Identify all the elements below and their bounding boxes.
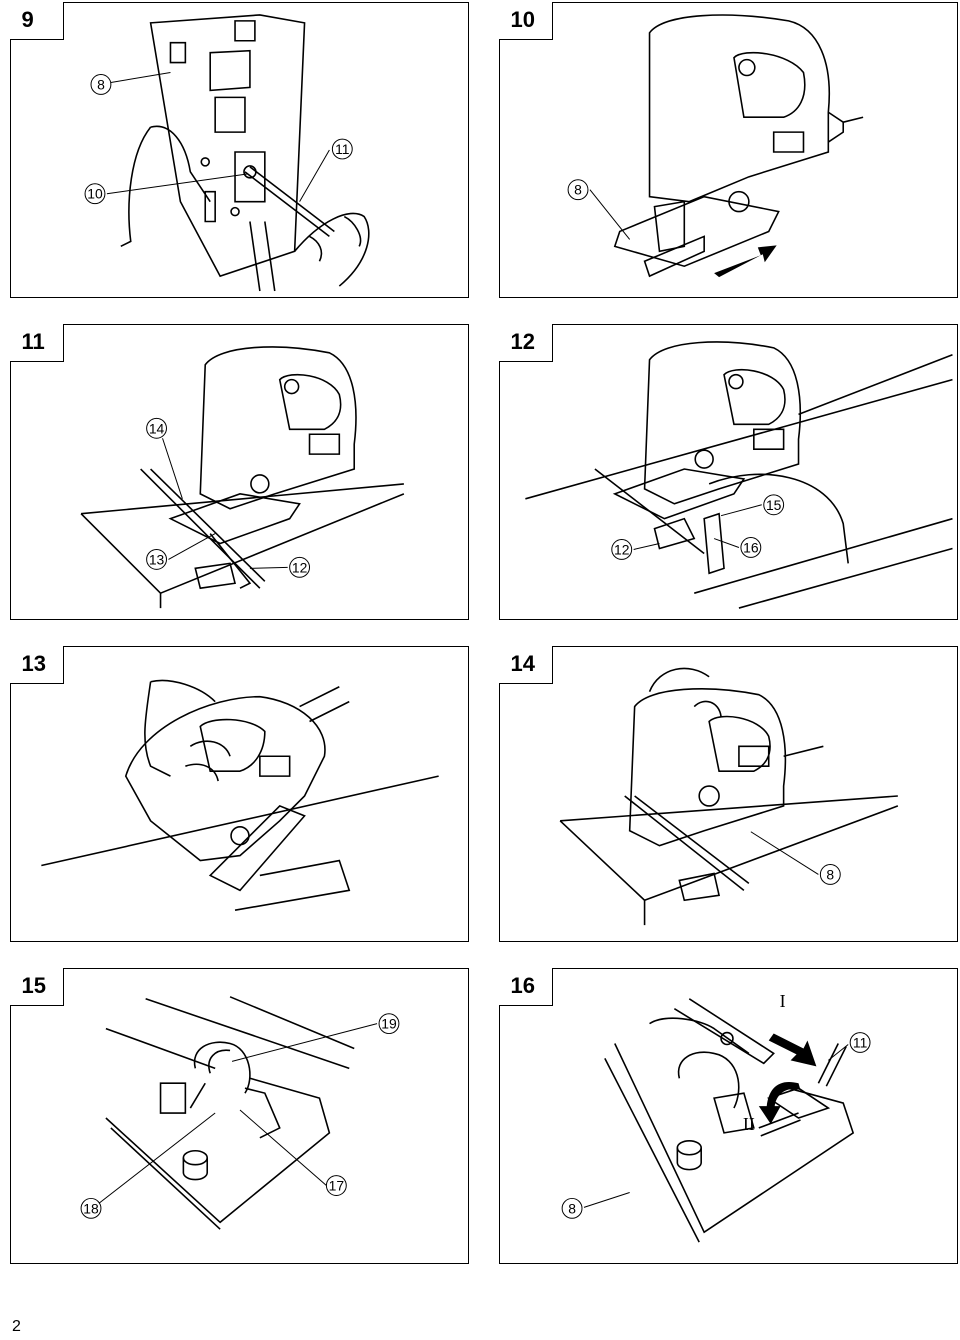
illustration-bevel-adjustment: 8 (559, 667, 899, 926)
figure-number: 15 (21, 972, 46, 998)
callout-17: 17 (329, 1178, 345, 1194)
figure-number-tab: 11 (9, 323, 64, 362)
callout-8: 8 (568, 1200, 576, 1216)
callout-11: 11 (335, 141, 350, 157)
arrow-direction-i-icon (768, 1033, 817, 1067)
callout-18: 18 (83, 1200, 99, 1216)
figure-number: 12 (510, 328, 535, 354)
callout-roman-i: I (780, 991, 786, 1011)
callout-8: 8 (97, 76, 105, 92)
figure-13-panel: 13 (9, 645, 469, 942)
figure-number-tab: 15 (9, 967, 64, 1006)
callout-12: 12 (292, 559, 308, 575)
callout-10-circle (84, 183, 106, 205)
callout-11: 11 (853, 1035, 868, 1051)
callout-8-circle (90, 74, 112, 95)
callout-15: 15 (766, 497, 782, 513)
illustration-bevel-cutting (41, 679, 439, 911)
figure-number: 13 (21, 650, 46, 676)
figure-number-tab: 16 (498, 967, 553, 1006)
figure-number-tab: 12 (498, 323, 553, 362)
callout-11-circle (331, 138, 353, 160)
figure-number: 16 (510, 972, 535, 998)
figure-number: 9 (21, 6, 34, 32)
callout-13: 13 (149, 551, 165, 567)
callout-16: 16 (743, 539, 759, 555)
figure-number: 10 (510, 6, 535, 32)
figure-number: 11 (21, 328, 45, 354)
illustration-dust-cover: 19 18 17 (80, 996, 400, 1230)
callout-8: 8 (826, 866, 834, 882)
direction-arrow-icon (714, 245, 777, 278)
figure-number-tab: 10 (498, 1, 553, 40)
figure-16-panel: 16 I 11 II 8 (498, 967, 958, 1264)
callout-roman-ii: II (743, 1114, 755, 1134)
figure-15-panel: 15 19 18 17 (9, 967, 469, 1264)
figure-11-panel: 11 14 13 12 (9, 323, 469, 620)
figure-14-panel: 14 8 (498, 645, 958, 942)
figure-9-panel: 9 (9, 1, 469, 298)
figure-number: 14 (510, 650, 535, 676)
illustration-circle-cutting: 15 12 16 (525, 341, 953, 609)
illustration-jigsaw-base-slide: 8 (567, 14, 864, 278)
page-number: 2 (12, 1318, 21, 1335)
callout-8: 8 (574, 182, 582, 198)
callout-19: 19 (381, 1016, 397, 1032)
figure-number-tab: 14 (498, 645, 553, 684)
illustration-blade-clamp-removal: 8 10 11 (84, 14, 370, 292)
figure-12-panel: 12 15 12 16 (498, 323, 958, 620)
arrow-rotate-ii-icon (758, 1081, 801, 1124)
callout-12: 12 (614, 541, 630, 557)
figure-number-tab: 13 (9, 645, 64, 684)
figure-number-tab: 9 (9, 1, 64, 40)
illustration-base-adjustment: I 11 II 8 (561, 991, 871, 1243)
illustration-guide-attachment: 14 13 12 (80, 346, 405, 609)
callout-14: 14 (149, 420, 165, 436)
callout-10: 10 (87, 186, 103, 202)
figure-10-panel: 10 8 (498, 1, 958, 298)
